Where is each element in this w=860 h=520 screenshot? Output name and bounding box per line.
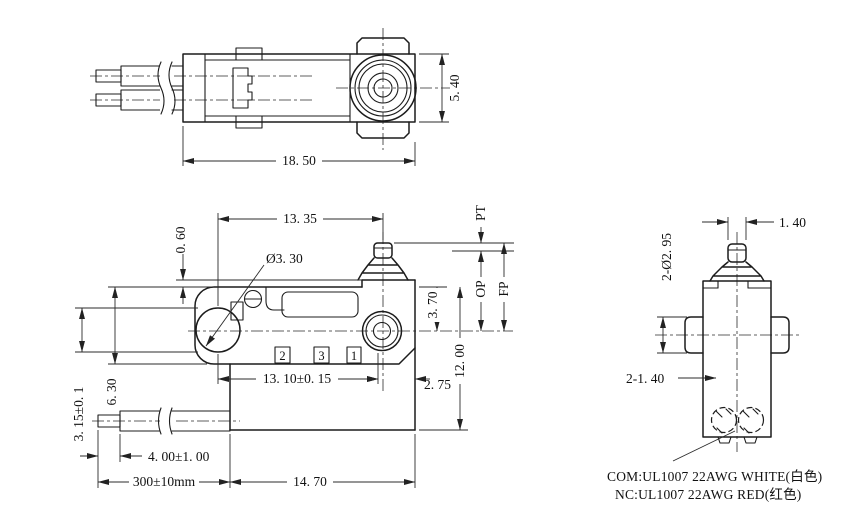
terminal-3: 3 [318,349,324,363]
front-view: 2 3 1 13. 35 [71,204,514,489]
dim-top-width: 13. 35 [283,211,317,226]
mounting-tab-bottom [356,121,410,139]
side-view-body [684,243,790,444]
top-view-wires [95,61,184,115]
dim-hole-dia: Ø3. 30 [266,251,303,266]
dim-wire-length: 300±10mm [133,474,196,489]
dim-boss-dia: 2-Ø2. 95 [659,233,674,281]
dim-slot: 2-1. 40 [626,371,664,386]
front-view-body: 2 3 1 [194,242,416,431]
label-recess [281,291,359,318]
mounting-hole [361,310,403,352]
dim-plunger-to-center: 3. 70 [425,291,440,318]
dim-hole-height: 3. 15±0. 1 [71,387,86,442]
wire-cross-sections [710,406,765,444]
dim-total-height: 12. 00 [452,344,467,378]
dim-step: 0. 60 [173,226,188,253]
front-view-wire [97,406,231,436]
dim-hole-pitch: 13. 10±0. 15 [263,371,331,386]
dim-body-height: 6. 30 [104,378,119,405]
mounting-boss-right [770,316,790,354]
top-view-dimensions: 18. 50 5. 40 [182,53,462,168]
label-pt: PT [473,204,488,221]
dim-top-length: 18. 50 [282,153,316,168]
wire-note-nc: NC:UL1007 22AWG RED(红色) [615,486,802,502]
dim-top-height: 5. 40 [447,74,462,101]
terminal-markers: 2 3 1 [274,346,362,364]
terminal-1: 1 [351,349,357,363]
mounting-tab-top [356,37,410,55]
latch-notch [230,301,244,321]
mounting-boss-left [684,316,704,354]
side-view-dimensions: 1. 40 2-Ø2. 95 2-1. 40 COM:UL1007 22AWG … [607,215,822,502]
dim-tip-width: 1. 40 [779,215,806,230]
plunger-side-view [709,243,765,282]
label-op: OP [473,280,488,297]
top-view-body [182,37,417,139]
dim-edge-offset: 2. 75 [424,377,451,392]
front-view-dimensions: 13. 35 0. 60 Ø3. 30 PT OP FP [71,204,514,489]
side-view: 1. 40 2-Ø2. 95 2-1. 40 COM:UL1007 22AWG … [607,215,822,502]
screw-head [243,286,285,311]
dim-base-width: 14. 70 [293,474,327,489]
wire-hole [195,307,241,353]
terminal-2: 2 [279,349,285,363]
wire-note-com: COM:UL1007 22AWG WHITE(白色) [607,468,822,484]
plunger-front-view [357,242,409,281]
dim-strip-length: 4. 00±1. 00 [148,449,210,464]
top-view: 18. 50 5. 40 [90,28,462,168]
label-fp: FP [496,281,511,296]
plunger-top-view [349,54,417,122]
